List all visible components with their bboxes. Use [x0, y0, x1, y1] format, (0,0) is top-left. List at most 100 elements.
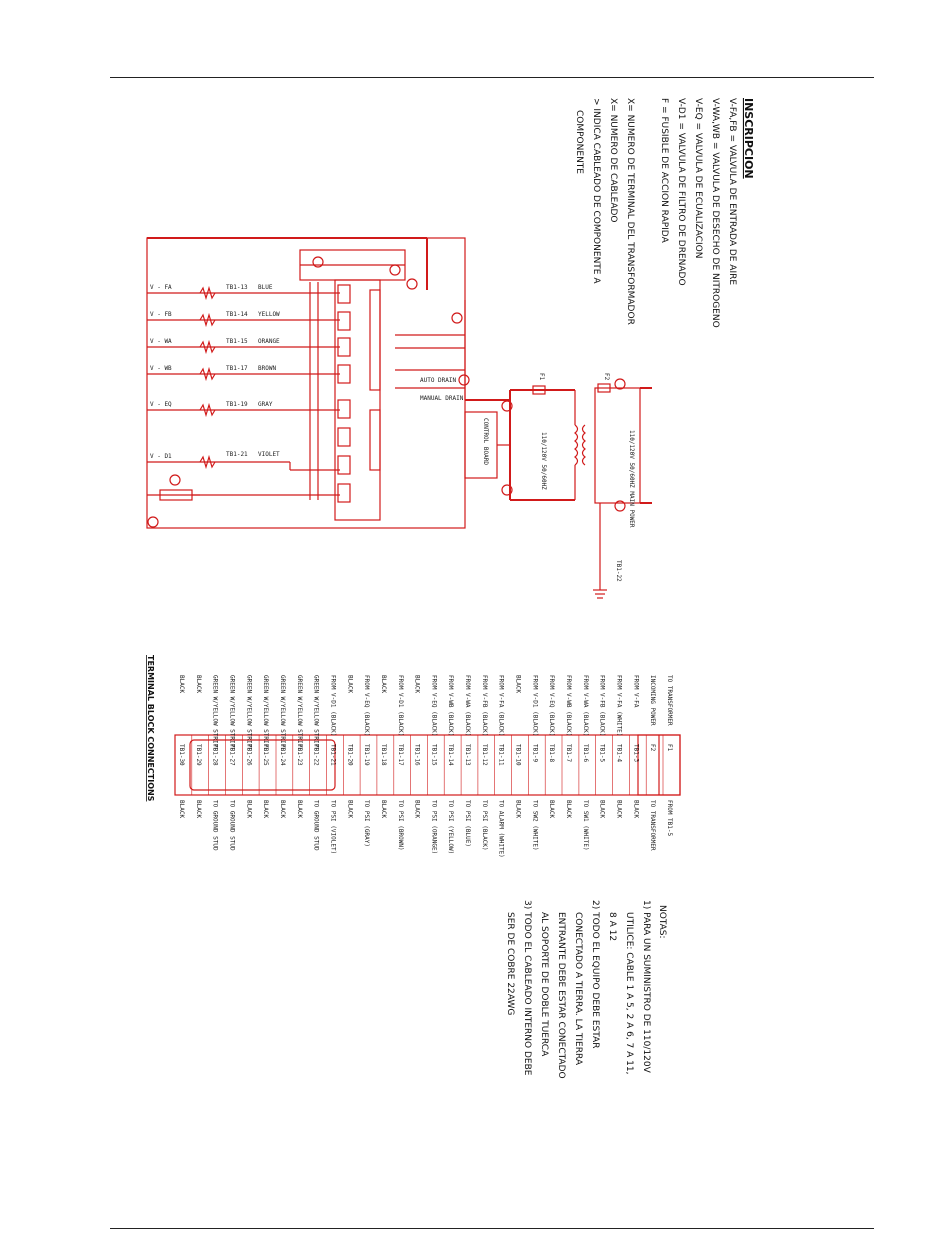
tb-row-id: TB1-3 [632, 744, 639, 762]
tb-row-left-label: FROM V-FB (BLACK) [481, 675, 488, 736]
tb-ref: TB1-17 [226, 365, 248, 372]
tb-row-right-label: BLACK [346, 800, 353, 818]
tb-row-id: F1 [666, 744, 673, 752]
tb-row-right-label: TO PSI (BLUE) [464, 800, 471, 847]
tb-row-right-label: BLACK [616, 800, 623, 818]
tb-row-id: TB1-7 [565, 744, 572, 762]
legend-line: X= NUMERO DE CABLEADO [608, 98, 618, 223]
tb-row-id: TB1-13 [464, 744, 471, 766]
notes-line: 2) TODO EL EQUIPO DEBE ESTAR [590, 900, 600, 1048]
tb-row-left-label: FROM V-D1 (BLACK) [397, 675, 404, 736]
notes-line: ENTRANTE DEBE ESTAR CONECTADO [556, 912, 566, 1079]
fuse-label: F2 [603, 373, 610, 381]
tb-row-id: TB1-17 [397, 744, 404, 766]
control-board [464, 411, 498, 479]
tb-row-left-label: FROM V-FA [632, 675, 639, 708]
tb-row-id: TB1-11 [498, 744, 505, 766]
tb-row-right-label: TO GROUND STUD [313, 800, 320, 851]
tb-row-right-label: TO GROUND STUD [229, 800, 236, 851]
tb-row-left-label: GREEN W/YELLOW STRIPE [229, 675, 236, 751]
tb-row-right-label: BLACK [414, 800, 421, 818]
wire-color-label: YELLOW [258, 311, 280, 318]
top-rule [110, 77, 874, 78]
tb-row-left-label: TO TRANSFORMER [666, 675, 673, 726]
wire-color-label: ORANGE [258, 338, 280, 345]
power-label: 110/120V 50/60HZ MAIN POWER [628, 430, 635, 528]
tb-row-left-label: BLACK [515, 675, 522, 693]
tb-row-id: TB1-16 [414, 744, 421, 766]
tb-row-id: TB1-21 [329, 744, 336, 766]
tb-row-id: TB1-8 [548, 744, 555, 762]
tb-row-left-label: GREEN W/YELLOW STRIPE [313, 675, 320, 751]
ground-label: TB1-22 [615, 560, 622, 582]
tb-row-right-label: BLACK [279, 800, 286, 818]
tb-row-right-label: TO PSI (GRAY) [363, 800, 370, 847]
wire-color-label: BLUE [258, 284, 273, 291]
tb-row-id: TB1-6 [582, 744, 589, 762]
valve-label: V - WB [150, 365, 172, 372]
wire-color-label: VIOLET [258, 451, 280, 458]
tb-row-id: TB1-10 [515, 744, 522, 766]
tb-row-id: TB1-4 [616, 744, 623, 762]
legend-title: INSCRIPCION [742, 98, 755, 179]
tb-row-right-label: BLACK [565, 800, 572, 818]
fuse-f2 [597, 383, 611, 393]
tb-row-left-label: FROM V-WA (BLACK) [464, 675, 471, 736]
valve-label: V - D1 [150, 453, 172, 460]
schematic-frame [146, 237, 466, 529]
notes-line: 1) PARA UN SUMINISTRO DE 110/120V [641, 900, 651, 1074]
transformer-coil [574, 424, 579, 466]
tb-row-right-label: TO PSI (BLACK) [481, 800, 488, 851]
tb-ref: TB1-14 [226, 311, 248, 318]
tb-row-right-label: TO PSI (YELLOW) [447, 800, 454, 854]
legend: INSCRIPCION V-FA,FB = VALVULA DE ENTRADA… [574, 98, 755, 328]
tb-row-left-label: FROM V-D1 (BLACK) [531, 675, 538, 736]
legend-line: COMPONENTE [574, 110, 584, 174]
tb-row-id: TB1-29 [195, 744, 202, 766]
tb-row-id: TB1-9 [531, 744, 538, 762]
tb-row-left-label: BLACK [346, 675, 353, 693]
tb-row-left-label: FROM V-FA (WHITE) [616, 675, 623, 736]
tb-row-id: TB1-25 [262, 744, 269, 766]
tb-row-right-label: BLACK [599, 800, 606, 818]
tb-row-right-label: TO GROUND STUD [212, 800, 219, 851]
tb-row-right-label: TO ALARM (WHITE) [498, 800, 505, 858]
legend-line: V-WA,WB = VALVULA DE DESECHO DE NITROGEN… [710, 98, 720, 328]
notes-line: 8 A 12 [607, 912, 617, 941]
legend-line: V-EQ = VALVULA DE ECUALIZACION [693, 98, 703, 258]
notes-line: AL SOPORTE DE DOBLE TUERCA [539, 912, 549, 1057]
tb-row-right-label: BLACK [515, 800, 522, 818]
tb-row-left-label: BLACK [380, 675, 387, 693]
valve-label: V - FB [150, 311, 172, 318]
tb-row-left-label: BLACK [414, 675, 421, 693]
tb-row-left-label: BLACK [195, 675, 202, 693]
tb-row-id: TB1-30 [178, 744, 185, 766]
tb-row-id: TB1-27 [229, 744, 236, 766]
tb-row-left-label: FROM V-WA (BLACK) [582, 675, 589, 736]
tb-row-left-label: GREEN W/YELLOW STRIPE [296, 675, 303, 751]
tb-ref: TB1-13 [226, 284, 248, 291]
tb-row-right-label: TO SW2 (WHITE) [531, 800, 538, 851]
tb-row-id: TB1-20 [346, 744, 353, 766]
tb-row-id: TB1-15 [430, 744, 437, 766]
tb-row-right-label: TO PSI (VIOLET) [329, 800, 336, 854]
tb-row-right-label: BLACK [296, 800, 303, 818]
tb-row-id: TB1-26 [245, 744, 252, 766]
tb-row-left-label: GREEN W/YELLOW STRIPE [279, 675, 286, 751]
tb-row-left-label: INCOMING POWER [649, 675, 656, 726]
tb-row-right-label: BLACK [245, 800, 252, 818]
tb-row-left-label: FROM V-EQ (BLACK) [430, 675, 437, 736]
tb-row-id: F2 [649, 744, 656, 752]
legend-line: F = FUSIBLE DE ACCION RAPIDA [659, 98, 669, 244]
tb-row-right-label: TO PSI (ORANGE) [430, 800, 437, 854]
tb-row-id: TB1-5 [599, 744, 606, 762]
tb-row-id: TB1-14 [447, 744, 454, 766]
legend-line: > INDICA CABLEADO DE COMPONENTE A [591, 98, 601, 284]
tb-row-right-label: TO SW1 (WHITE) [582, 800, 589, 851]
tb-row-id: TB1-28 [212, 744, 219, 766]
control-board-label: CONTROL BOARD [482, 418, 489, 465]
legend-line: V-FA,FB = VALVULA DE ENTRADA DE AIRE [727, 98, 737, 285]
fuse-f1 [532, 385, 546, 395]
notes: NOTAS: 1) PARA UN SUMINISTRO DE 110/120V… [505, 900, 667, 1079]
tb-row-id: TB1-23 [296, 744, 303, 766]
